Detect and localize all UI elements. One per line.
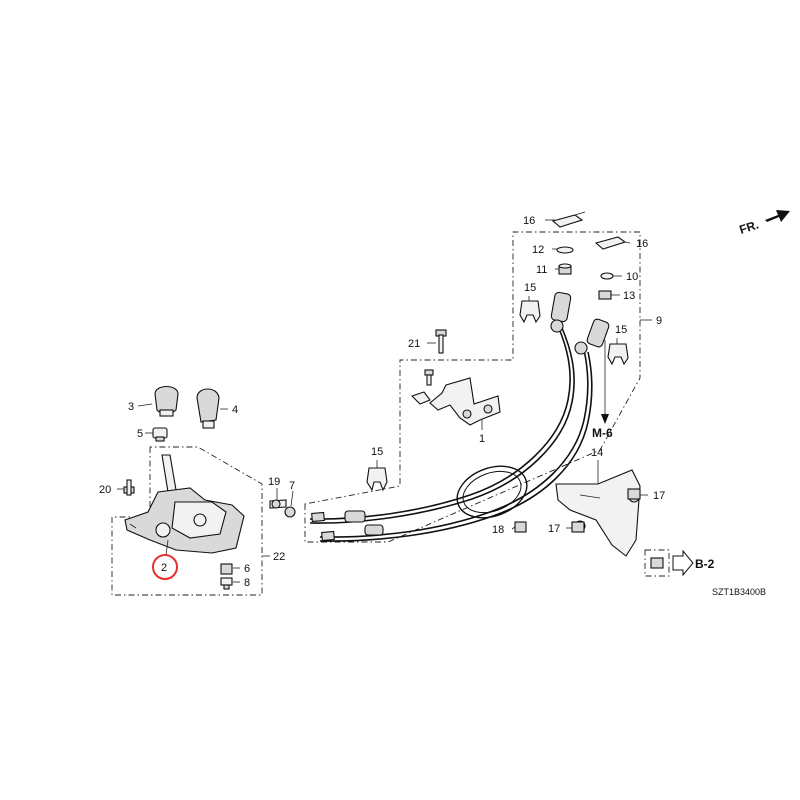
nut-17-left — [571, 521, 585, 533]
callout-3: 3 — [128, 401, 134, 413]
callout-18: 18 — [492, 524, 504, 536]
front-direction-indicator: FR. — [738, 210, 790, 237]
bolt-21 — [435, 329, 447, 354]
bolt-20 — [123, 479, 135, 496]
callout-21: 21 — [408, 338, 420, 350]
callout-8: 8 — [244, 577, 250, 589]
callout-17-right: 17 — [653, 490, 665, 502]
callout-9: 9 — [656, 315, 662, 327]
callout-13: 13 — [623, 290, 635, 302]
bolt-small — [424, 369, 434, 386]
nut-7 — [284, 506, 296, 518]
bushing-5 — [152, 427, 168, 442]
callout-15-top: 15 — [524, 282, 536, 294]
washer-10 — [600, 272, 614, 280]
cable-assy-9-outline — [304, 231, 641, 543]
callout-4: 4 — [232, 404, 238, 416]
b2-ref-box — [644, 549, 670, 577]
callout-5: 5 — [137, 428, 143, 440]
figure-code: SZT1B3400B — [712, 587, 766, 597]
callout-14: 14 — [591, 447, 603, 459]
callout-10: 10 — [626, 271, 638, 283]
callouts: 3 4 5 20 6 8 19 7 22 2 21 1 15 18 16 16 … — [99, 215, 766, 597]
bracket-1 — [410, 377, 501, 426]
callout-2: 2 — [161, 562, 167, 574]
front-label: FR. — [738, 218, 761, 237]
nut-13 — [598, 290, 612, 300]
callout-20: 20 — [99, 484, 111, 496]
callout-15-left: 15 — [371, 446, 383, 458]
m6-arrow-icon — [601, 414, 609, 424]
callout-1: 1 — [479, 433, 485, 445]
callout-16-top: 16 — [523, 215, 535, 227]
callout-6: 6 — [244, 563, 250, 575]
nut-18 — [514, 521, 527, 533]
clip-15-right — [607, 343, 629, 366]
lock-pin-16-b — [594, 236, 627, 250]
shift-knob-4 — [196, 388, 220, 429]
callout-15-right: 15 — [615, 324, 627, 336]
ref-m6: M-6 — [592, 426, 613, 440]
leader-lines — [117, 219, 652, 583]
shift-lever-assembly — [124, 454, 245, 554]
nut-11 — [558, 263, 572, 275]
ref-b2: B-2 — [695, 557, 715, 571]
nut-17-right — [627, 488, 641, 500]
shift-cable-pair — [309, 291, 610, 542]
front-arrow-icon — [765, 210, 790, 222]
assy-22-outline — [111, 446, 263, 596]
nut-b2 — [650, 557, 664, 569]
parts-6-8 — [220, 563, 233, 590]
callout-17-left: 17 — [548, 523, 560, 535]
clip-15-left — [366, 467, 388, 492]
highlight-circle-2 — [152, 554, 178, 580]
b2-arrow-icon — [672, 549, 694, 577]
bolt-19 — [269, 499, 287, 509]
callout-22: 22 — [273, 551, 285, 563]
callout-16-right: 16 — [636, 238, 648, 250]
shift-knob-3 — [154, 385, 179, 417]
washer-12 — [556, 246, 574, 254]
callout-19: 19 — [268, 476, 280, 488]
callout-11: 11 — [536, 264, 547, 276]
clip-15-top — [519, 300, 541, 324]
callout-7: 7 — [289, 480, 295, 492]
callout-12: 12 — [532, 244, 544, 256]
lock-pin-16-a — [551, 211, 586, 228]
